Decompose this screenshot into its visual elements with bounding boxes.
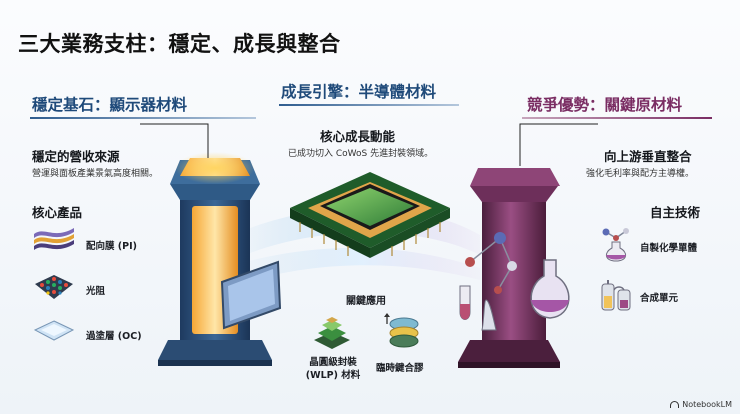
tech-label-synthesis: 合成單元	[640, 293, 679, 304]
revenue-description: 營運與面板產業景氣高度相關。	[32, 169, 159, 179]
integration-heading: 向上游垂直整合	[604, 149, 692, 164]
title-underline	[30, 117, 256, 119]
app-label-wlp-line1: 晶圓級封裝	[309, 357, 357, 368]
product-label-photoresist: 光阻	[86, 286, 106, 297]
page-title: 三大業務支柱：穩定、成長與整合	[18, 32, 341, 56]
own-technology-heading: 自主技術	[650, 205, 701, 220]
flask-molecule-icon	[602, 228, 629, 262]
notebooklm-logo-icon	[670, 401, 680, 408]
growth-heading: 核心成長動能	[320, 129, 396, 144]
reactor-icon	[601, 280, 631, 311]
semiconductor-materials-title: 成長引擎：半導體材料	[281, 83, 437, 101]
display-materials-title: 穩定基石：顯示器材料	[32, 96, 188, 114]
revenue-heading: 穩定的營收來源	[32, 149, 120, 164]
semiconductor-chip	[290, 172, 450, 258]
raw-materials-title: 競爭優勢：關鍵原材料	[527, 96, 683, 114]
wafer-bonding-icon	[384, 313, 419, 348]
glass-sheet-icon	[34, 320, 74, 341]
title-underline	[279, 104, 459, 106]
product-label-pi: 配向膜 (PI)	[86, 241, 137, 252]
brand-text: NotebookLM	[682, 400, 732, 409]
chip-stack-icon	[314, 317, 350, 349]
app-label-temporary-bonding: 臨時鍵合膠	[376, 363, 424, 374]
key-applications-heading: 關鍵應用	[346, 296, 386, 307]
integration-description: 強化毛利率與配方主導權。	[586, 169, 695, 179]
growth-description: 已成功切入 CoWoS 先進封裝領域。	[288, 149, 434, 159]
color-grid-icon	[35, 275, 73, 299]
display-pillar	[158, 152, 282, 366]
tech-label-monomer: 自製化學單體	[640, 243, 698, 254]
app-label-wlp-line2: (WLP) 材料	[305, 370, 361, 381]
footer-brand: NotebookLM	[670, 400, 732, 409]
core-products-heading: 核心產品	[32, 205, 83, 220]
materials-pillar	[458, 168, 570, 368]
layered-film-icon	[34, 228, 74, 250]
product-label-oc: 過塗層 (OC)	[86, 331, 142, 342]
title-underline	[522, 117, 712, 119]
